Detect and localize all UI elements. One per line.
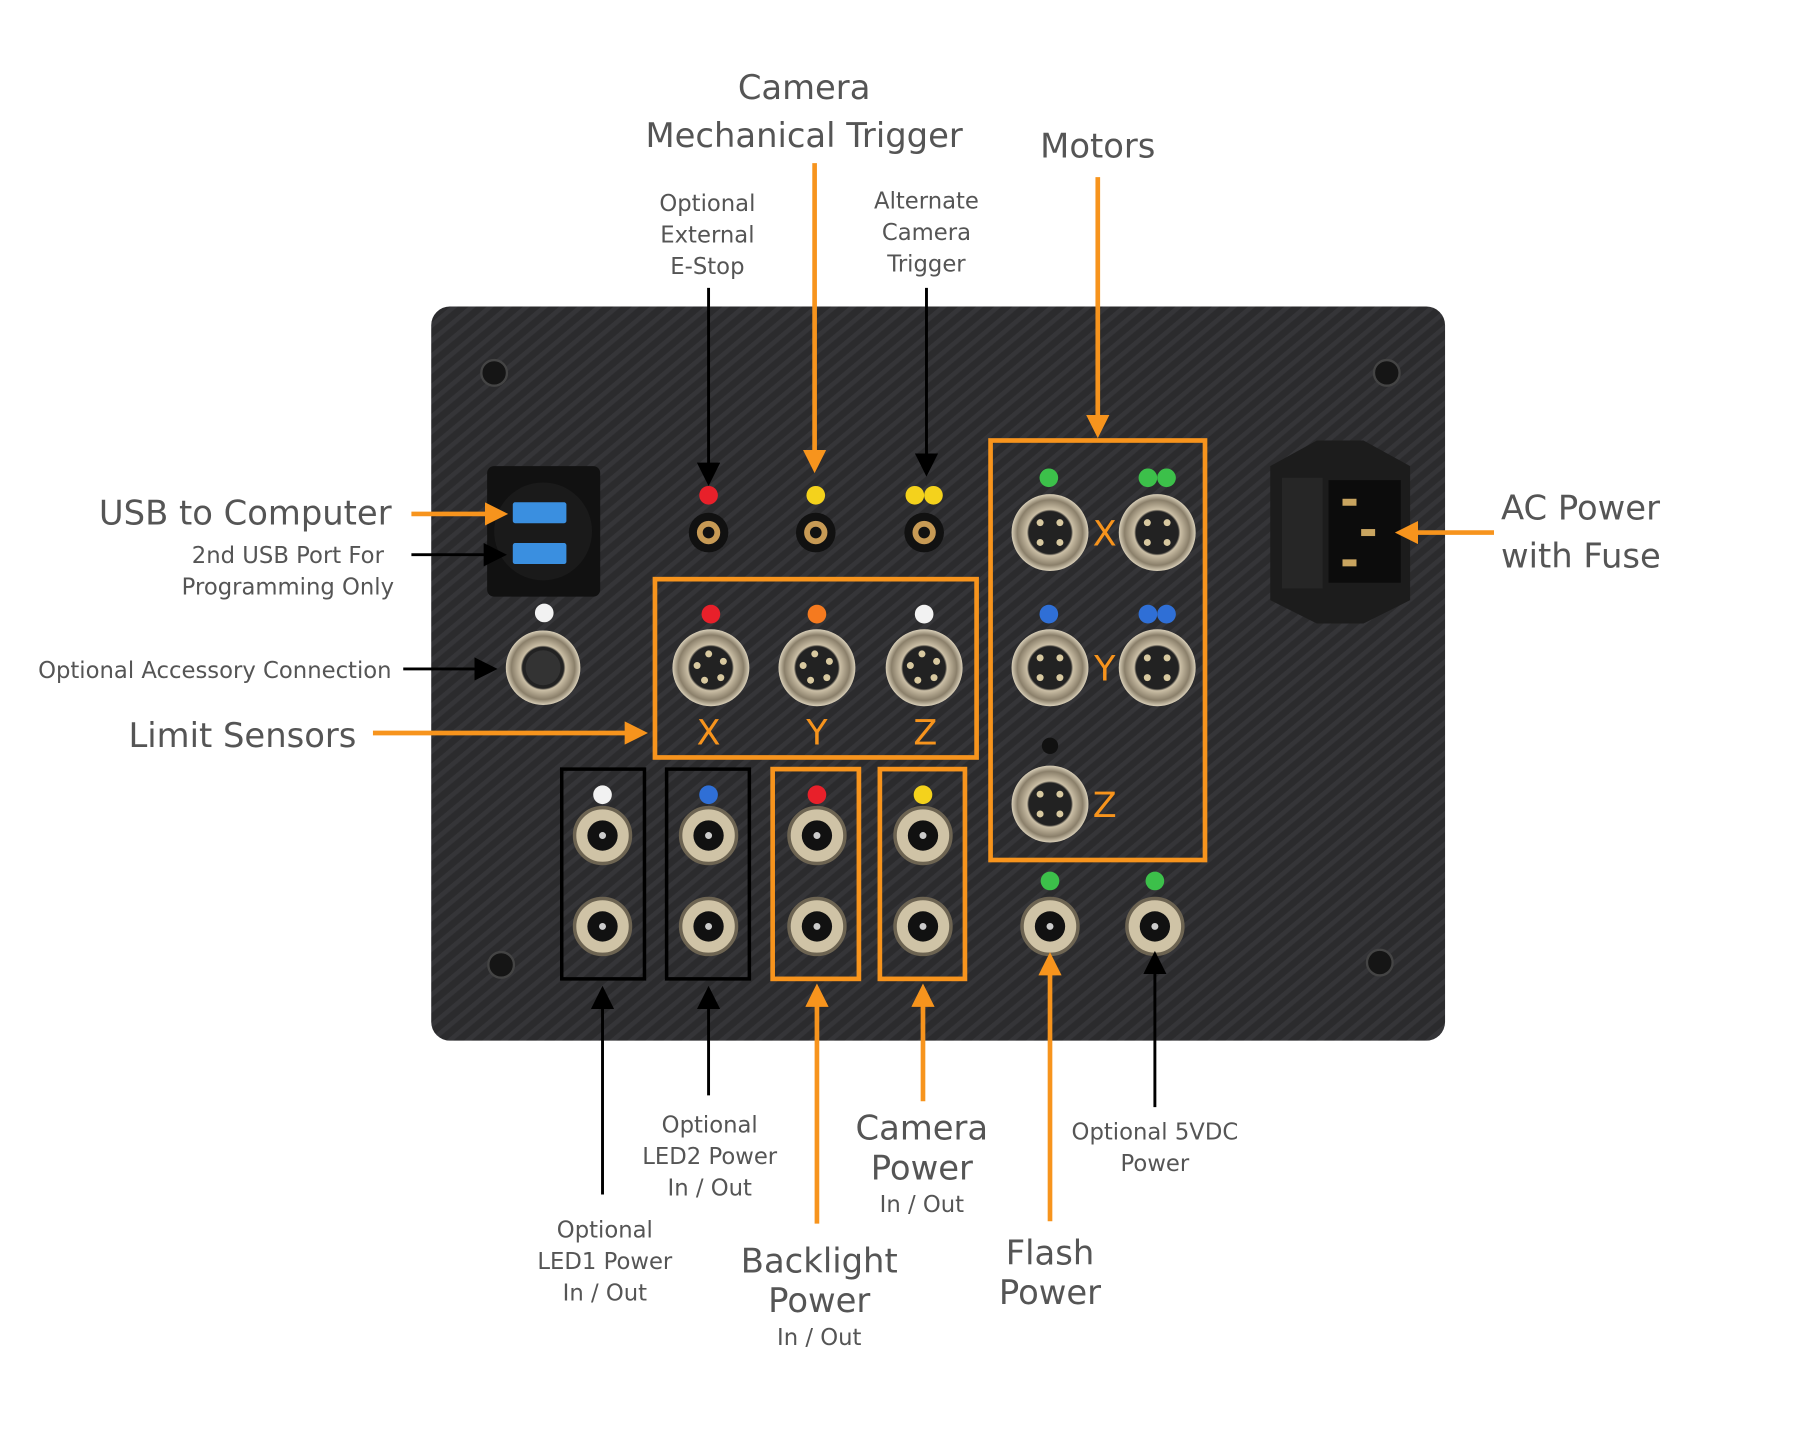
indicator-led: [699, 785, 718, 805]
dc-barrel-jack[interactable]: [1125, 896, 1185, 957]
callout-arrows: [372, 163, 1494, 1224]
limit-x-label: X: [697, 714, 721, 754]
flash-label-2: Power: [999, 1273, 1101, 1312]
dc-barrel-jack[interactable]: [572, 896, 633, 957]
led2-box: [664, 767, 752, 981]
aviation-connector[interactable]: [778, 629, 856, 707]
indicator-led: [913, 785, 933, 805]
dc-barrel-jack[interactable]: [787, 805, 847, 866]
accessory-label: Optional Accessory Connection: [38, 658, 392, 684]
dc-barrel-jack[interactable]: [572, 805, 633, 866]
aviation-connector[interactable]: [1011, 765, 1089, 843]
motor-z-label: Z: [1093, 786, 1117, 826]
usb-port-2[interactable]: [512, 543, 567, 565]
dc-barrel-jack[interactable]: [678, 896, 739, 957]
usb-port-plate: [487, 466, 601, 597]
camera-power-box: [877, 766, 968, 982]
screw-icon: [480, 358, 509, 387]
aviation-connector[interactable]: [885, 629, 963, 707]
motors-label: Motors: [1040, 126, 1155, 165]
aviation-connector[interactable]: [672, 629, 750, 707]
led1-label-1: Optional: [557, 1218, 653, 1244]
screw-icon: [487, 950, 516, 979]
dc-barrel-jack[interactable]: [678, 805, 739, 866]
ac-power-label-1: AC Power: [1501, 489, 1660, 528]
estop-label-3: E-Stop: [670, 254, 744, 280]
indicator-led: [905, 485, 925, 505]
indicator-led: [593, 785, 612, 805]
5vdc-label-2: Power: [1121, 1151, 1190, 1177]
led2-label-3: In / Out: [668, 1176, 752, 1202]
backlight-box: [770, 766, 862, 982]
alt-trigger-label-1: Alternate: [874, 189, 979, 215]
indicator-led: [1138, 604, 1158, 624]
indicator-led: [1157, 604, 1176, 624]
alt-trigger-label-2: Camera: [882, 220, 971, 246]
motor-y-label: Y: [1093, 650, 1116, 690]
audio-jack[interactable]: [795, 512, 836, 553]
indicator-led: [701, 604, 721, 624]
flash-label-1: Flash: [1006, 1233, 1095, 1272]
usb2-label-2: Programming Only: [182, 574, 394, 600]
led1-label-2: LED1 Power: [537, 1249, 673, 1275]
ac-power-inlet: [1270, 440, 1411, 624]
usb2-label-1: 2nd USB Port For: [192, 543, 385, 569]
indicator-led: [806, 485, 826, 505]
dc-barrel-jack[interactable]: [893, 805, 953, 866]
screw-icon: [1372, 358, 1401, 387]
camera-trigger-label-1: Camera: [738, 68, 871, 107]
indicator-led: [924, 485, 943, 505]
camera-power-label-2: Power: [871, 1148, 973, 1187]
aviation-connector[interactable]: [1011, 494, 1089, 572]
aviation-connector[interactable]: [1011, 629, 1089, 707]
usb-label: USB to Computer: [99, 493, 392, 532]
indicator-led: [1039, 604, 1059, 624]
camera-power-label-1: Camera: [856, 1109, 989, 1148]
audio-jack[interactable]: [688, 512, 729, 553]
camera-power-label-3: In / Out: [880, 1192, 964, 1218]
limit-y-label: Y: [805, 714, 828, 754]
ac-power-label-2: with Fuse: [1501, 537, 1661, 576]
limit-z-label: Z: [913, 714, 937, 754]
audio-jack[interactable]: [904, 512, 944, 553]
5vdc-label-1: Optional 5VDC: [1072, 1120, 1239, 1146]
indicator-led: [914, 604, 934, 624]
led2-label-2: LED2 Power: [642, 1144, 778, 1170]
indicator-led: [1138, 468, 1158, 488]
indicator-led: [807, 785, 827, 805]
indicator-led: [534, 603, 554, 623]
alt-trigger-label-3: Trigger: [886, 252, 966, 278]
camera-trigger-label-2: Mechanical Trigger: [645, 116, 962, 155]
indicator-led: [1145, 871, 1165, 891]
indicator-led: [1039, 468, 1059, 488]
indicator-led: [1040, 871, 1060, 891]
accessory-connector[interactable]: [505, 630, 581, 706]
usb-port-1[interactable]: [512, 502, 567, 524]
indicator-led: [1157, 468, 1176, 488]
aviation-connector[interactable]: [1118, 494, 1196, 572]
estop-label-1: Optional: [659, 191, 755, 217]
backlight-label-2: Power: [768, 1281, 870, 1320]
dc-barrel-jack[interactable]: [787, 896, 847, 957]
motors-box: [988, 438, 1208, 863]
limit-sensors-label: Limit Sensors: [128, 716, 356, 755]
dc-barrel-jack[interactable]: [893, 896, 953, 957]
screw-icon: [1365, 948, 1394, 977]
limit-sensors-box: [652, 576, 979, 760]
backlight-label-3: In / Out: [777, 1325, 861, 1351]
estop-label-2: External: [660, 222, 754, 248]
indicator-led: [807, 604, 827, 624]
dc-barrel-jack[interactable]: [1020, 896, 1080, 957]
led1-box: [559, 767, 647, 981]
led1-label-3: In / Out: [563, 1281, 647, 1307]
aviation-connector[interactable]: [1118, 629, 1196, 707]
motor-x-label: X: [1093, 514, 1117, 554]
backlight-label-1: Backlight: [741, 1242, 898, 1281]
indicator-led: [1041, 737, 1059, 754]
indicator-led: [699, 485, 718, 505]
led2-label-1: Optional: [662, 1113, 758, 1139]
